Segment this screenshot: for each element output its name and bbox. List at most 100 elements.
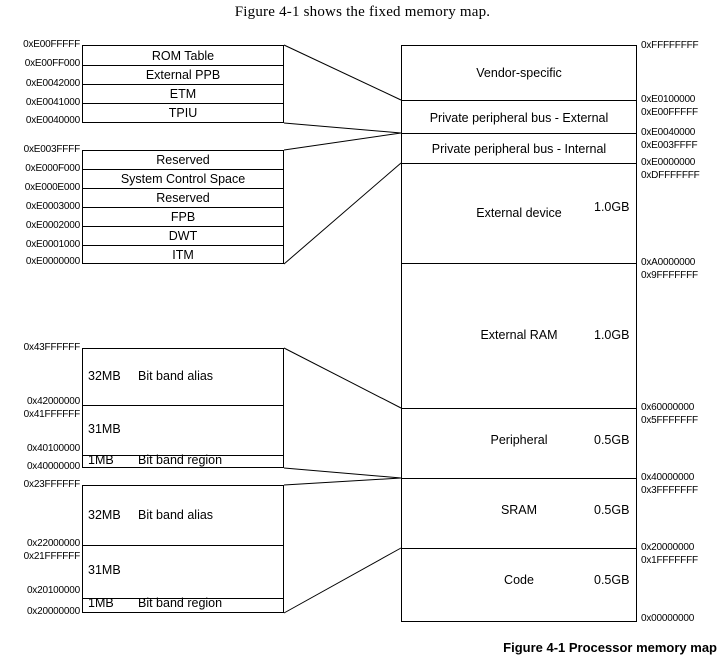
address-label: 0xE0040000	[25, 115, 80, 126]
region-label: External device	[476, 206, 562, 220]
row-label: ROM Table	[151, 48, 215, 63]
address-label: 0x3FFFFFFF	[641, 485, 698, 496]
address-label: 0xE0000000	[25, 256, 80, 267]
region-size: 0.5GB	[594, 433, 630, 447]
intro-text: Figure 4-1 shows the fixed memory map.	[234, 4, 491, 20]
memory-region-ppb-external: Private peripheral bus - External	[402, 101, 636, 134]
address-label: 0x40000000	[641, 472, 695, 483]
bitband-description: Bit band alias	[138, 369, 214, 383]
memory-region-vendor-specific: Vendor-specific	[402, 46, 636, 101]
bitband-size: 32MB	[88, 369, 121, 383]
address-label: 0x42000000	[26, 396, 80, 407]
address-label: 0xFFFFFFFF	[641, 40, 699, 51]
region-label: External RAM	[480, 328, 558, 342]
row-label: ITM	[172, 247, 194, 262]
row-label: System Control Space	[120, 172, 246, 186]
address-label: 0x22000000	[26, 538, 80, 549]
region-size: 1.0GB	[594, 200, 630, 214]
address-label: 0x41FFFFFF	[23, 409, 81, 420]
address-label: 0xE0003000	[25, 201, 80, 212]
bitband-size: 1MB	[88, 453, 114, 467]
ppb-external-row: ROM Table	[83, 46, 283, 66]
address-label: 0x00000000	[641, 613, 695, 624]
bitband-row-region: 1MB Bit band region	[83, 453, 283, 467]
address-label: 0xE0100000	[641, 94, 696, 105]
address-label: 0x5FFFFFFF	[641, 415, 698, 426]
address-label: 0xE0040000	[641, 127, 696, 138]
address-label: 0xE000E000	[24, 182, 80, 193]
memory-region-code: Code 0.5GB	[402, 549, 636, 620]
ppb-internal-row: DWT	[83, 227, 283, 246]
address-label: 0x23FFFFFF	[23, 479, 81, 490]
memory-region-peripheral: Peripheral 0.5GB	[402, 409, 636, 479]
address-label: 0xE0042000	[25, 78, 80, 89]
row-label: External PPB	[145, 68, 221, 82]
memory-region-external-ram: External RAM 1.0GB	[402, 264, 636, 409]
memory-region-sram: SRAM 0.5GB	[402, 479, 636, 549]
address-label: 0x9FFFFFFF	[641, 270, 698, 281]
address-label: 0xE00FF000	[24, 58, 80, 69]
region-size: 0.5GB	[594, 573, 630, 587]
address-label: 0x40100000	[26, 443, 80, 454]
ppb-internal-row: System Control Space	[83, 170, 283, 189]
ppb-internal-block: Reserved System Control Space Reserved F…	[82, 150, 284, 264]
address-label: 0xA0000000	[641, 257, 696, 268]
bitband-size: 1MB	[88, 596, 114, 610]
memory-region-external-device: External device 1.0GB	[402, 164, 636, 264]
region-size: 0.5GB	[594, 503, 630, 517]
address-label: 0x1FFFFFFF	[641, 555, 698, 566]
address-label: 0x60000000	[641, 402, 695, 413]
figure-caption: Figure 4-1 Processor memory map	[503, 640, 717, 655]
address-label: 0x40000000	[26, 461, 80, 472]
bitband-description: Bit band region	[138, 596, 223, 610]
row-label: TPIU	[168, 106, 198, 120]
region-label: Private peripheral bus - External	[429, 111, 609, 125]
address-label: 0xE0002000	[25, 220, 80, 231]
ppb-internal-row: Reserved	[83, 189, 283, 208]
ppb-external-block: ROM Table External PPB ETM TPIU	[82, 45, 284, 123]
ppb-internal-row: FPB	[83, 208, 283, 227]
address-label: 0xE00FFFFF	[23, 39, 80, 50]
bitband-description: Bit band alias	[138, 508, 214, 522]
bitband-size: 31MB	[88, 563, 121, 577]
bitband-row-alias: 32MB Bit band alias	[83, 349, 283, 406]
region-size: 1.0GB	[594, 328, 630, 342]
address-label: 0xE0000000	[641, 157, 696, 168]
processor-memory-map: Vendor-specific Private peripheral bus -…	[401, 45, 637, 622]
address-label: 0xDFFFFFFF	[641, 170, 700, 181]
memory-region-ppb-internal: Private peripheral bus - Internal	[402, 134, 636, 164]
sram-bitband-block: 32MB Bit band alias 31MB 1MB Bit band re…	[82, 485, 284, 613]
region-label: Peripheral	[490, 433, 548, 447]
bitband-row-gap: 31MB	[83, 546, 283, 599]
address-label: 0xE0001000	[25, 239, 80, 250]
row-label: FPB	[170, 210, 196, 224]
ppb-external-row: TPIU	[83, 104, 283, 122]
region-label: SRAM	[500, 503, 538, 517]
peripheral-bitband-block: 32MB Bit band alias 31MB 1MB Bit band re…	[82, 348, 284, 468]
address-label: 0xE0041000	[25, 97, 80, 108]
row-label: Reserved	[156, 191, 210, 205]
address-label: 0xE00FFFFF	[641, 107, 698, 118]
ppb-internal-row: Reserved	[83, 151, 283, 170]
bitband-description: Bit band region	[138, 453, 223, 467]
address-label: 0xE003FFFF	[641, 140, 698, 151]
address-label: 0xE003FFFF	[23, 144, 81, 155]
region-label: Private peripheral bus - Internal	[431, 142, 607, 156]
region-label: Vendor-specific	[476, 66, 562, 80]
bitband-size: 31MB	[88, 422, 121, 436]
address-label: 0x21FFFFFF	[23, 551, 81, 562]
address-label: 0x20100000	[26, 585, 80, 596]
ppb-external-row: External PPB	[83, 66, 283, 85]
row-label: Reserved	[156, 153, 210, 167]
address-label: 0xE000F000	[25, 163, 80, 174]
ppb-external-row: ETM	[83, 85, 283, 104]
bitband-size: 32MB	[88, 508, 121, 522]
bitband-row-gap: 31MB	[83, 406, 283, 456]
address-label: 0x43FFFFFF	[23, 342, 81, 353]
region-label: Code	[504, 573, 534, 587]
address-label: 0x20000000	[26, 606, 80, 617]
bitband-row-alias: 32MB Bit band alias	[83, 486, 283, 546]
ppb-internal-row: ITM	[83, 246, 283, 263]
row-label: DWT	[168, 229, 198, 243]
address-label: 0x20000000	[641, 542, 695, 553]
